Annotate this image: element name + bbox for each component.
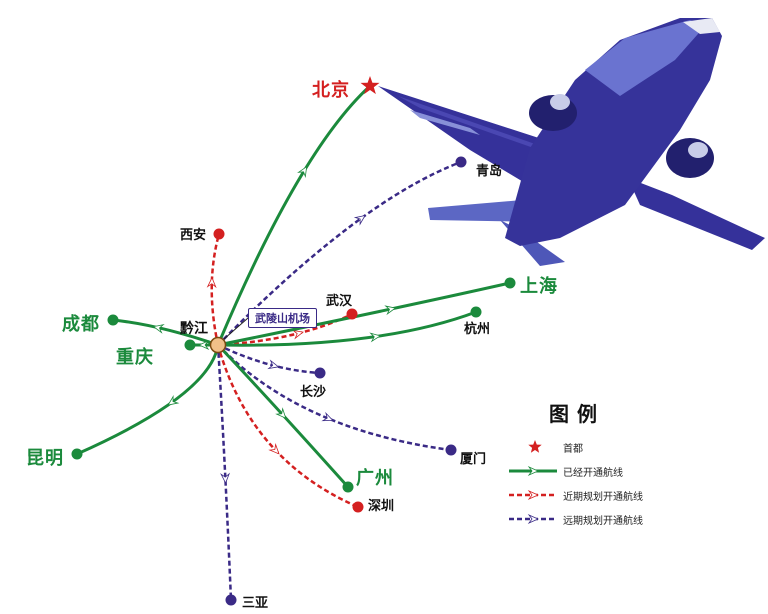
legend-line-far <box>509 514 557 524</box>
legend-item-label: 远期规划开通航线 <box>563 516 643 527</box>
route-shenzhen <box>216 344 359 509</box>
route-shanghai <box>217 281 511 347</box>
city-dot-sanya <box>225 594 237 606</box>
city-dot-xian <box>213 228 225 240</box>
route-hangzhou <box>217 310 477 347</box>
legend-item-label: 近期规划开通航线 <box>563 492 643 503</box>
route-arrow-xiamen <box>321 411 334 422</box>
city-label-sanya: 三亚 <box>242 596 269 611</box>
airplane-illustration <box>378 18 765 266</box>
city-dot-shanghai <box>504 277 516 289</box>
route-beijing <box>216 84 372 346</box>
city-dot-chengdu <box>107 314 119 326</box>
route-arrow-beijing <box>297 165 308 179</box>
legend-item-near: 近期规划开通航线 <box>505 486 685 504</box>
route-arrow-qingdao <box>353 214 366 226</box>
legend-item-star: 首都 <box>505 438 685 456</box>
route-sanya <box>216 344 233 601</box>
route-xian <box>210 233 221 346</box>
city-label-qingdao: 青岛 <box>476 164 503 179</box>
route-chengdu <box>112 318 219 347</box>
route-changsha <box>217 343 321 375</box>
route-arrow-guangzhou <box>275 407 287 419</box>
city-label-xian: 西安 <box>180 228 207 243</box>
route-arrow-sanya <box>220 472 231 485</box>
city-dot-wuhan <box>346 308 358 320</box>
airport-tag: 武陵山机场 <box>248 308 317 328</box>
city-dot-chongqing <box>184 339 196 351</box>
city-label-chengdu: 成都 <box>62 314 100 335</box>
city-dot-hangzhou <box>470 306 482 318</box>
legend-item-label: 首都 <box>563 444 583 455</box>
city-dot-kunming <box>71 448 83 460</box>
city-label-shenzhen: 深圳 <box>368 499 395 514</box>
city-label-kunming: 昆明 <box>26 448 64 469</box>
legend-star-icon <box>528 440 542 453</box>
city-label-shanghai: 上海 <box>520 276 558 297</box>
route-kunming <box>76 344 220 456</box>
route-arrow-kunming <box>167 395 180 406</box>
city-dot-shenzhen <box>352 501 364 513</box>
city-markers <box>71 76 516 606</box>
route-xiamen <box>217 344 452 452</box>
legend-title: 图例 <box>549 402 605 426</box>
legend-item-open: 已经开通航线 <box>505 462 685 480</box>
city-label-hangzhou: 杭州 <box>464 322 491 337</box>
city-dot-qingdao <box>455 156 467 168</box>
capital-star-icon <box>360 76 380 95</box>
route-arrow-changsha <box>267 359 280 370</box>
legend-item-label: 已经开通航线 <box>563 468 623 479</box>
route-arrow-xian <box>206 276 217 289</box>
route-arrow-hangzhou <box>369 332 382 343</box>
city-dot-xiamen <box>445 444 457 456</box>
hub-marker-icon <box>209 336 227 354</box>
route-arrow-shanghai <box>384 305 397 316</box>
legend-line-near <box>509 490 557 500</box>
city-label-xiamen: 厦门 <box>460 452 487 467</box>
route-guangzhou <box>216 343 350 489</box>
route-arrow-shenzhen <box>268 442 280 455</box>
route-arrow-chongqing <box>198 340 210 350</box>
airport-leader-line <box>223 317 249 340</box>
city-label-beijing: 北京 <box>312 80 350 101</box>
city-label-chongqing: 重庆 <box>116 347 154 368</box>
legend-item-far: 远期规划开通航线 <box>505 510 685 528</box>
hub-label: 黔江 <box>180 321 208 337</box>
route-arrow-chengdu <box>152 324 165 334</box>
city-label-wuhan: 武汉 <box>326 294 353 309</box>
route-arrow-wuhan <box>291 329 304 340</box>
city-label-guangzhou: 广州 <box>356 468 394 489</box>
city-dot-guangzhou <box>342 481 354 493</box>
city-label-changsha: 长沙 <box>300 385 327 400</box>
city-dot-changsha <box>314 367 326 379</box>
legend-line-open <box>509 466 557 476</box>
